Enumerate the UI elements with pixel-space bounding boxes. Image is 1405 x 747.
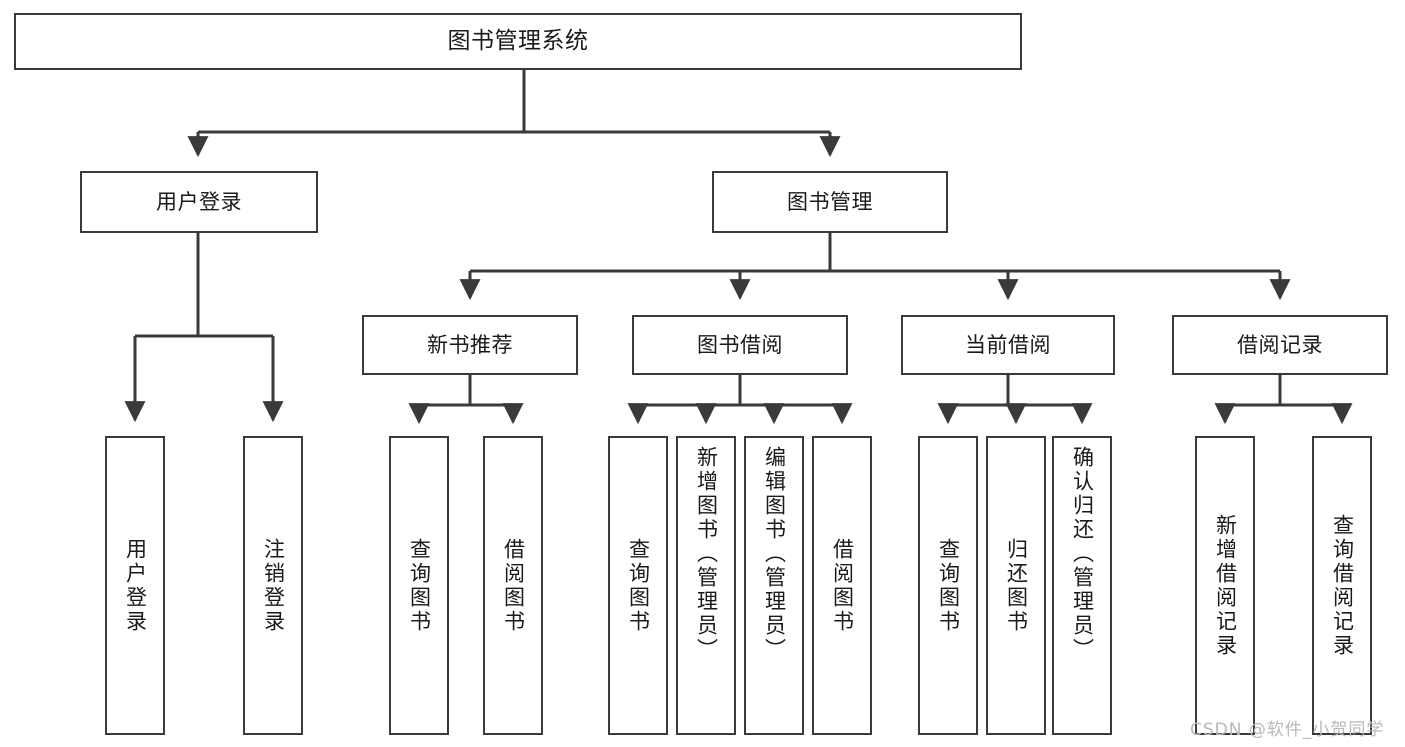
leaf-user-login[interactable]: 用户登录 [105,436,165,735]
node-book-management[interactable]: 图书管理 [712,171,948,233]
node-label: 查询借阅记录 [1330,513,1355,658]
node-current-borrow[interactable]: 当前借阅 [901,315,1115,375]
leaf-recommend-borrow-book[interactable]: 借阅图书 [483,436,543,735]
node-label: 借阅图书 [830,537,855,634]
leaf-record-add-borrow-record[interactable]: 新增借阅记录 [1195,436,1255,735]
leaf-borrow-query-book[interactable]: 查询图书 [608,436,668,735]
leaf-borrow-borrow-book[interactable]: 借阅图书 [812,436,872,735]
node-label: 用户登录 [123,537,148,634]
node-label: 借阅图书 [501,537,526,634]
node-book-borrow[interactable]: 图书借阅 [632,315,848,375]
node-label: 用户登录 [156,189,242,214]
leaf-borrow-edit-book-admin[interactable]: 编辑图书（管理员） [744,436,804,735]
node-label: 图书管理 [787,189,873,214]
node-label: 图书管理系统 [447,27,589,54]
node-label: 编辑图书（管理员） [762,446,787,662]
node-new-book-recommend[interactable]: 新书推荐 [362,315,578,375]
leaf-current-query-book[interactable]: 查询图书 [918,436,978,735]
node-label: 图书借阅 [697,332,783,357]
node-borrow-record[interactable]: 借阅记录 [1172,315,1388,375]
node-label: 查询图书 [936,537,961,634]
node-label: 借阅记录 [1237,332,1323,357]
leaf-borrow-add-book-admin[interactable]: 新增图书（管理员） [676,436,736,735]
watermark: CSDN @软件_小贺同学 [1190,720,1385,740]
node-label: 查询图书 [626,537,651,634]
leaf-recommend-query-book[interactable]: 查询图书 [389,436,449,735]
leaf-record-query-borrow-record[interactable]: 查询借阅记录 [1312,436,1372,735]
node-root-system[interactable]: 图书管理系统 [14,13,1022,70]
node-label: 新增借阅记录 [1213,513,1238,658]
node-label: 确认归还（管理员） [1070,446,1095,662]
leaf-current-return-book[interactable]: 归还图书 [986,436,1046,735]
node-label: 查询图书 [407,537,432,634]
node-label: 新增图书（管理员） [694,446,719,662]
node-user-login[interactable]: 用户登录 [80,171,318,233]
leaf-current-confirm-return-admin[interactable]: 确认归还（管理员） [1052,436,1112,735]
leaf-logout[interactable]: 注销登录 [243,436,303,735]
node-label: 归还图书 [1004,537,1029,634]
node-label: 注销登录 [261,537,286,634]
node-label: 当前借阅 [965,332,1051,357]
node-label: 新书推荐 [427,332,513,357]
